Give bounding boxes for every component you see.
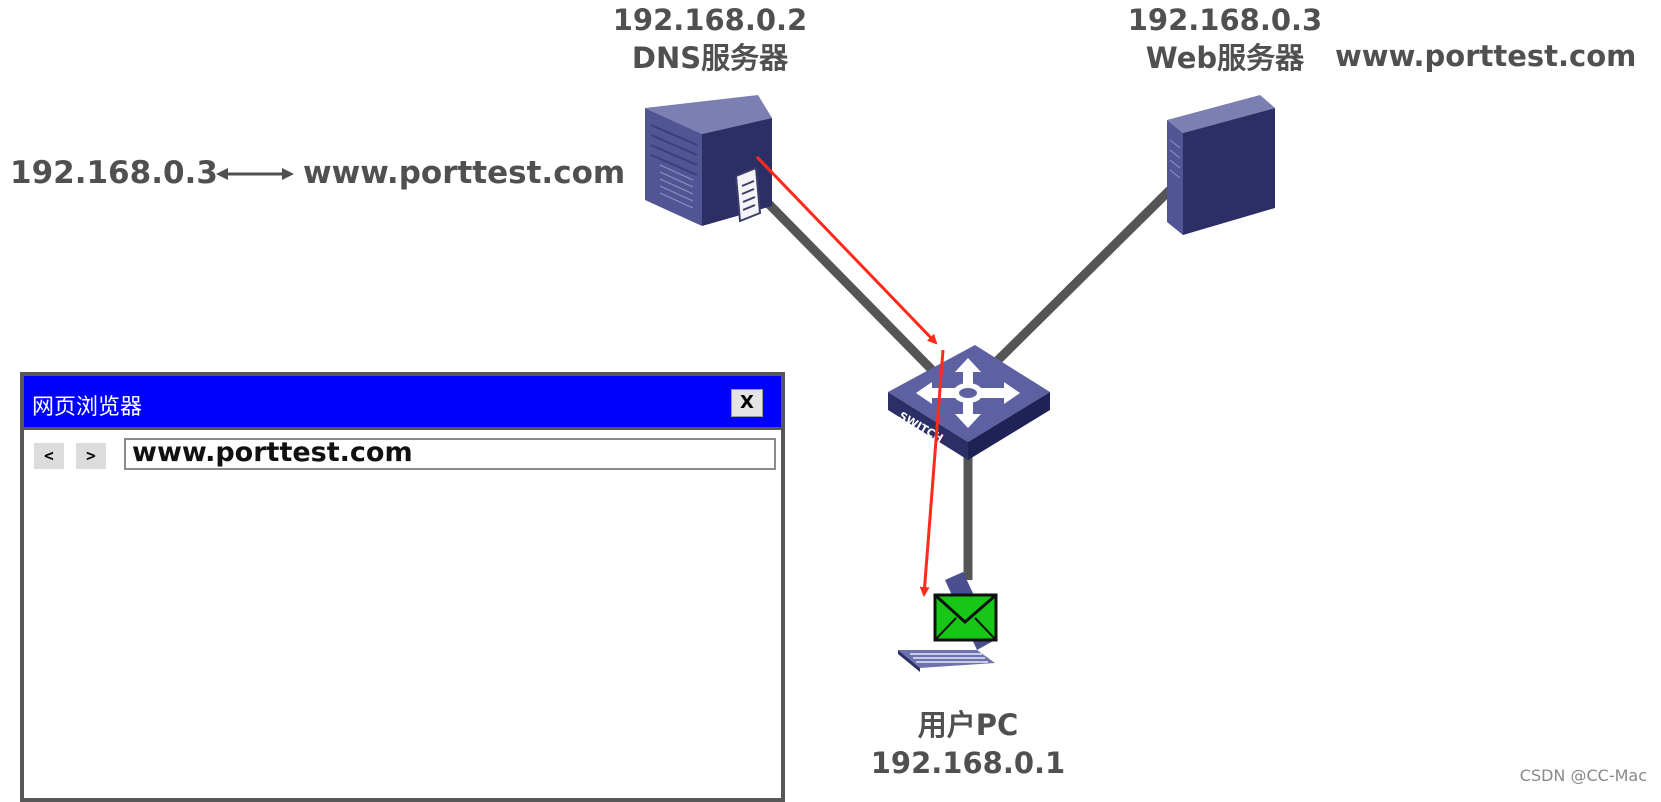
packet-arrow-switch-to-pc — [919, 349, 945, 597]
envelope-icon — [933, 593, 998, 642]
document-icon — [734, 166, 762, 223]
link-dns-switch — [756, 191, 939, 377]
switch-icon: SWITCH — [888, 345, 1050, 460]
browser-title: 网页浏览器 — [32, 395, 143, 420]
dns-server-icon — [645, 95, 772, 226]
close-button[interactable]: X — [731, 389, 763, 417]
forward-button[interactable]: > — [76, 443, 106, 469]
user-pc-name: 用户PC — [917, 708, 1019, 742]
web-server-ip: 192.168.0.3 — [1127, 3, 1323, 37]
address-bar[interactable]: www.porttest.com — [124, 438, 776, 470]
web-server-domain: www.porttest.com — [1335, 39, 1637, 73]
user-pc-ip: 192.168.0.1 — [870, 746, 1066, 780]
dns-record-ip: 192.168.0.3 — [10, 155, 218, 191]
network-links — [756, 176, 1184, 580]
link-web-switch — [986, 176, 1184, 372]
dns-record-domain: www.porttest.com — [303, 155, 626, 191]
double-arrow-icon — [216, 168, 294, 180]
web-server-icon — [1167, 95, 1275, 235]
dns-server-name: DNS服务器 — [631, 41, 789, 75]
dns-server-ip: 192.168.0.2 — [612, 3, 808, 37]
watermark: CSDN @CC-Mac — [1519, 766, 1647, 785]
browser-window: 网页浏览器 X < > www.porttest.com — [20, 372, 785, 802]
packet-arrow-dns-to-switch — [755, 155, 938, 345]
browser-titlebar: 网页浏览器 X — [24, 376, 781, 430]
web-server-name: Web服务器 — [1145, 41, 1305, 75]
back-button[interactable]: < — [34, 443, 64, 469]
packet-path — [755, 155, 945, 597]
